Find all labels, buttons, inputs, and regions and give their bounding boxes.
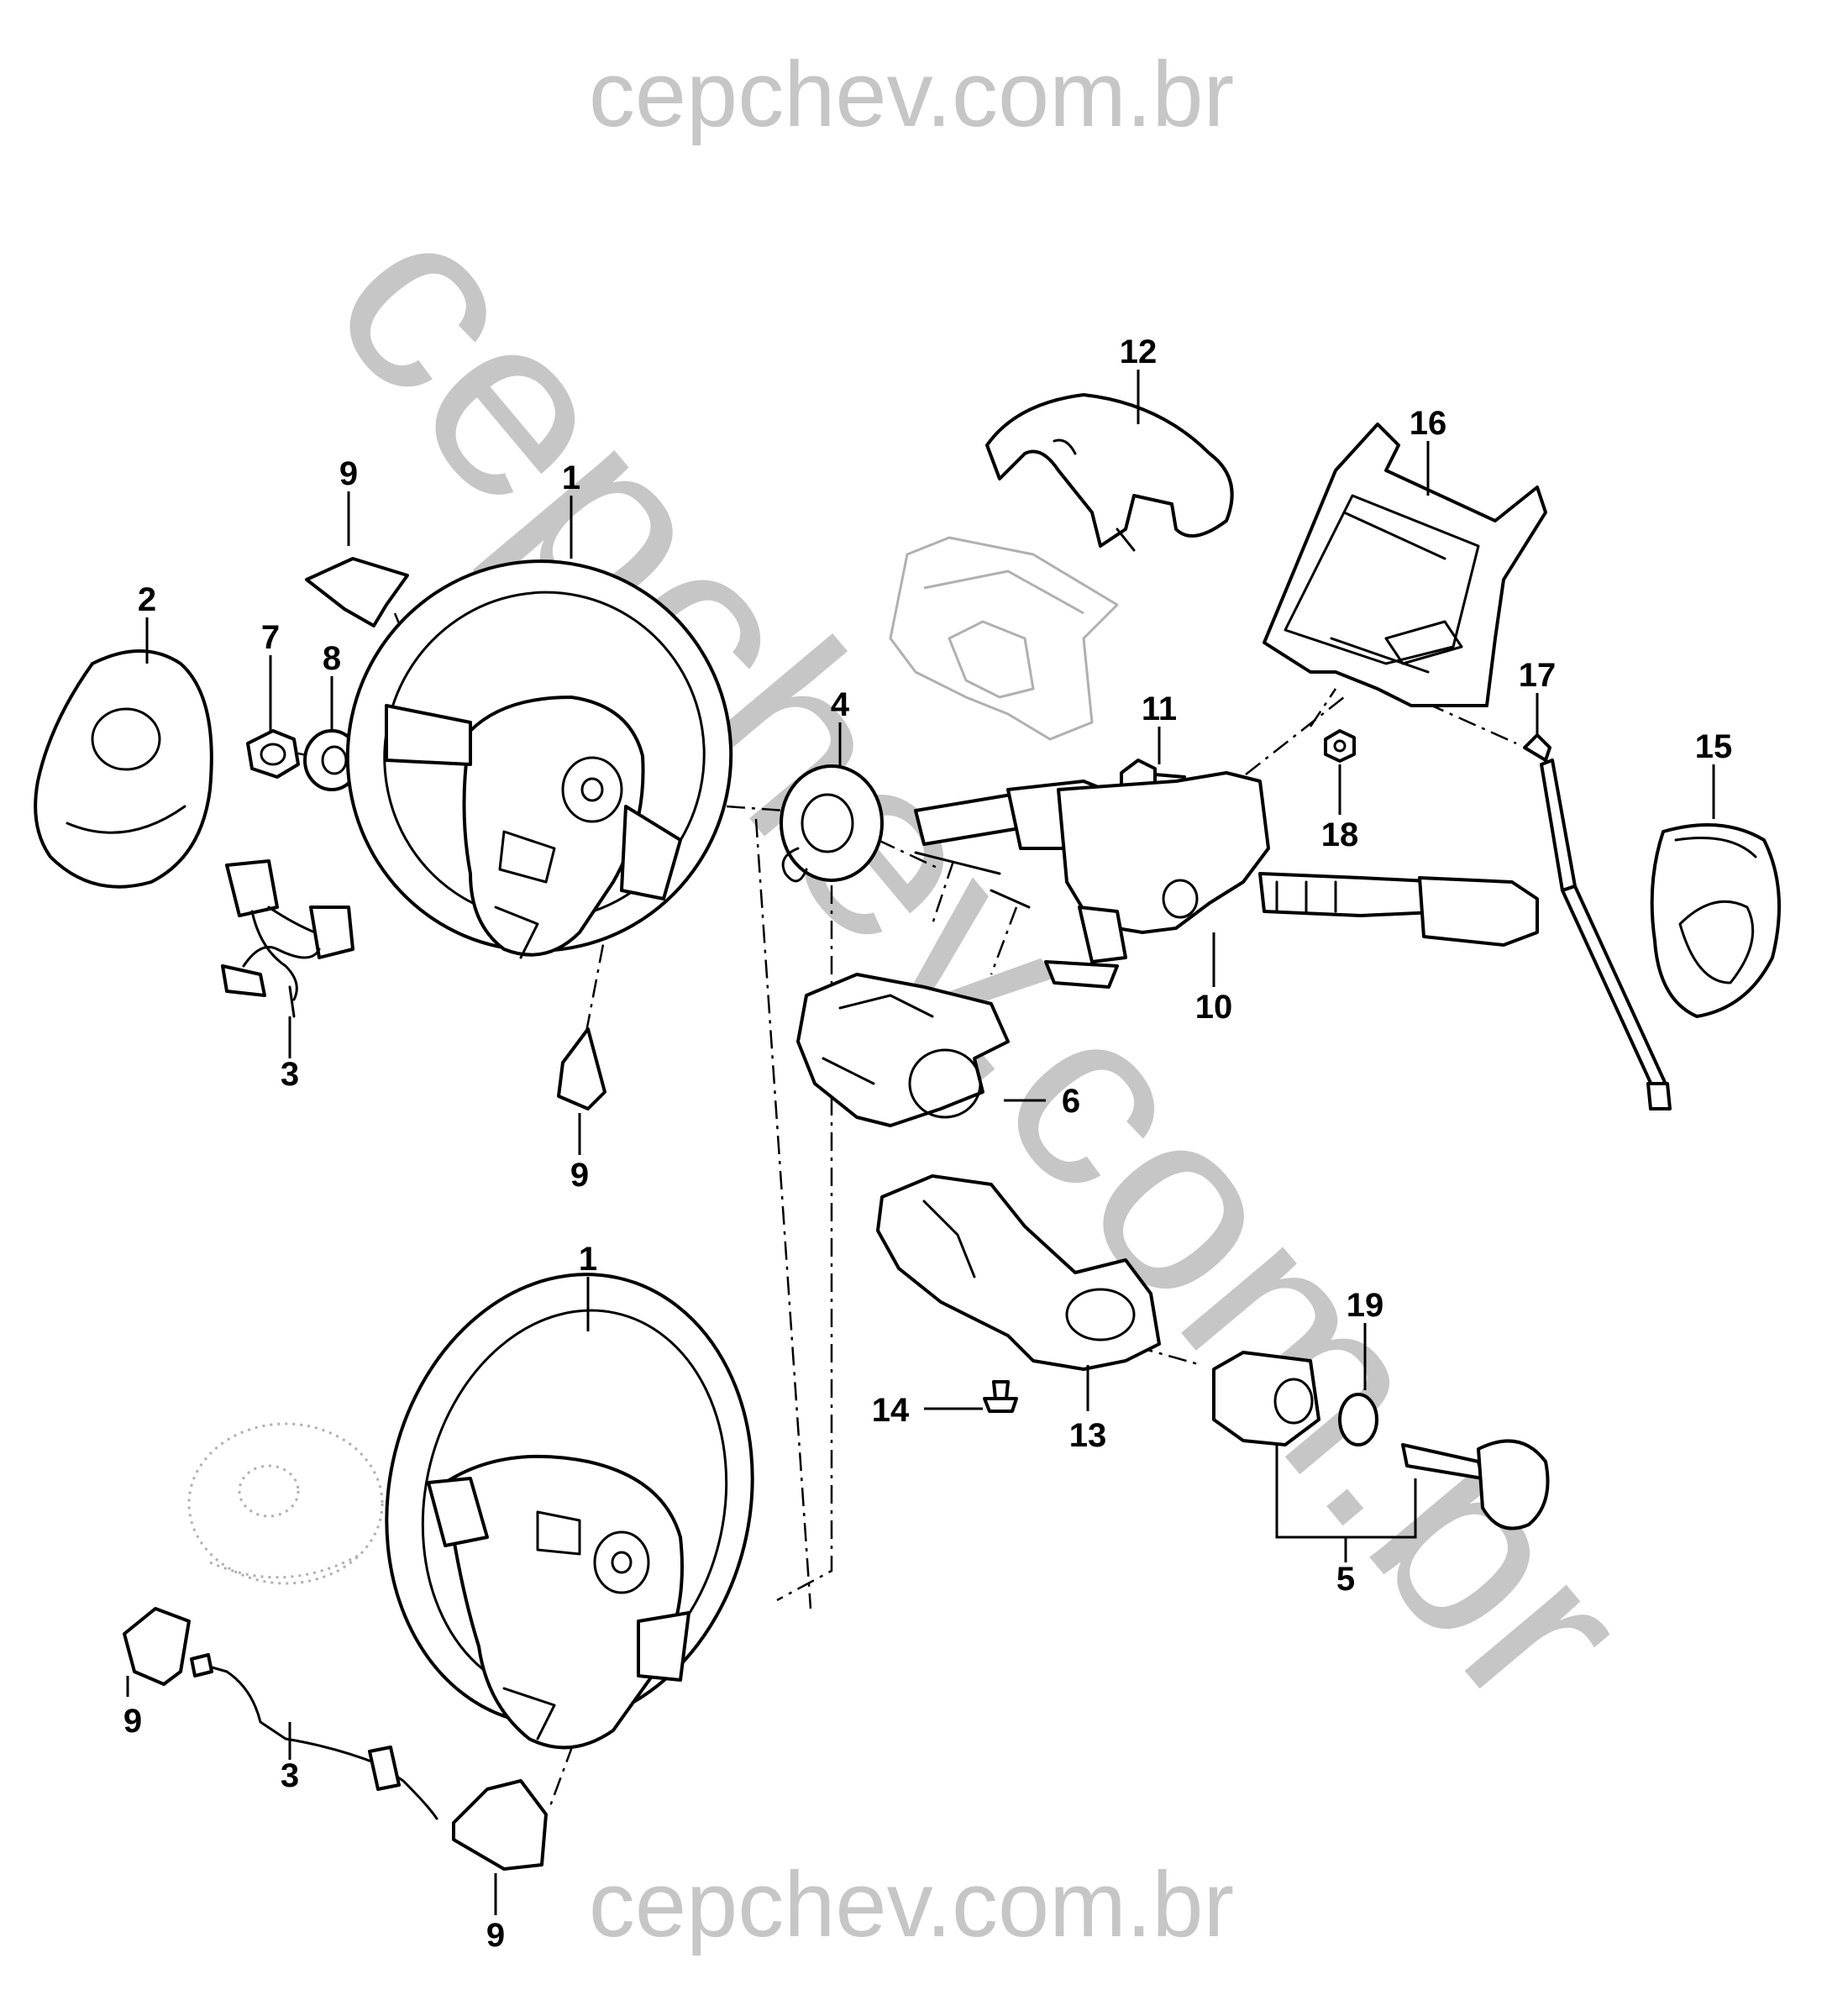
callout-17: 17 bbox=[1519, 657, 1557, 694]
column-mounting-bracket bbox=[1263, 423, 1547, 707]
upper-column-shroud bbox=[985, 393, 1234, 552]
callout-5: 5 bbox=[1336, 1561, 1355, 1598]
watermark-top: cepchev.com.br bbox=[589, 43, 1234, 146]
callout-14: 14 bbox=[872, 1392, 910, 1429]
column-boot-seal bbox=[1650, 823, 1781, 1018]
switch-harness-upper bbox=[221, 859, 354, 1018]
callout-15: 15 bbox=[1695, 728, 1733, 765]
ghost-column-cover bbox=[889, 536, 1119, 741]
callout-1a: 1 bbox=[562, 459, 580, 496]
callout-11: 11 bbox=[1142, 690, 1177, 727]
steering-wheel-lower bbox=[385, 1273, 754, 1750]
callout-19: 19 bbox=[1347, 1287, 1384, 1324]
callout-6: 6 bbox=[1062, 1083, 1080, 1120]
ghost-airbag bbox=[187, 1422, 384, 1585]
callout-12: 12 bbox=[1120, 333, 1158, 370]
clock-spring bbox=[780, 764, 884, 883]
callout-9b: 9 bbox=[570, 1157, 589, 1194]
callout-leaders bbox=[126, 370, 1715, 1915]
lower-column-shroud bbox=[876, 1174, 1161, 1371]
airbag-module bbox=[34, 649, 213, 889]
steering-wheel-upper bbox=[345, 559, 733, 959]
watermark-bottom: cepchev.com.br bbox=[589, 1853, 1234, 1956]
callout-18: 18 bbox=[1321, 816, 1359, 853]
callout-8: 8 bbox=[323, 640, 341, 677]
callout-9a: 9 bbox=[339, 455, 358, 492]
callout-9d: 9 bbox=[486, 1917, 505, 1954]
callout-2: 2 bbox=[138, 581, 156, 618]
callout-9c: 9 bbox=[123, 1703, 142, 1740]
bracket-nut bbox=[1324, 729, 1356, 763]
switch-cover-bottom bbox=[452, 1779, 548, 1871]
callout-16: 16 bbox=[1410, 405, 1447, 442]
callout-10: 10 bbox=[1195, 989, 1233, 1026]
switch-cover-right-upper bbox=[557, 1027, 606, 1110]
switch-harness-lower bbox=[190, 1653, 438, 1820]
ignition-key bbox=[1401, 1439, 1550, 1530]
lock-cylinder bbox=[1212, 1351, 1320, 1446]
callout-3b: 3 bbox=[281, 1757, 299, 1794]
callout-1b: 1 bbox=[579, 1241, 597, 1278]
callout-7: 7 bbox=[261, 619, 280, 656]
callout-3a: 3 bbox=[281, 1056, 299, 1093]
ignition-switch-housing bbox=[796, 973, 1010, 1127]
gas-strut bbox=[1523, 733, 1672, 1110]
callout-labels: 1 1 2 3 3 4 5 6 7 8 9 9 9 9 10 11 12 13 … bbox=[123, 333, 1732, 1954]
switch-cover-lower-left bbox=[123, 1607, 191, 1686]
steering-nut bbox=[246, 729, 300, 779]
shroud-screw bbox=[983, 1380, 1018, 1413]
callout-4: 4 bbox=[831, 686, 850, 723]
steering-column bbox=[914, 771, 1539, 989]
lock-cover-cap bbox=[1338, 1393, 1378, 1446]
switch-cover-upper bbox=[305, 557, 409, 627]
callout-13: 13 bbox=[1069, 1417, 1107, 1454]
